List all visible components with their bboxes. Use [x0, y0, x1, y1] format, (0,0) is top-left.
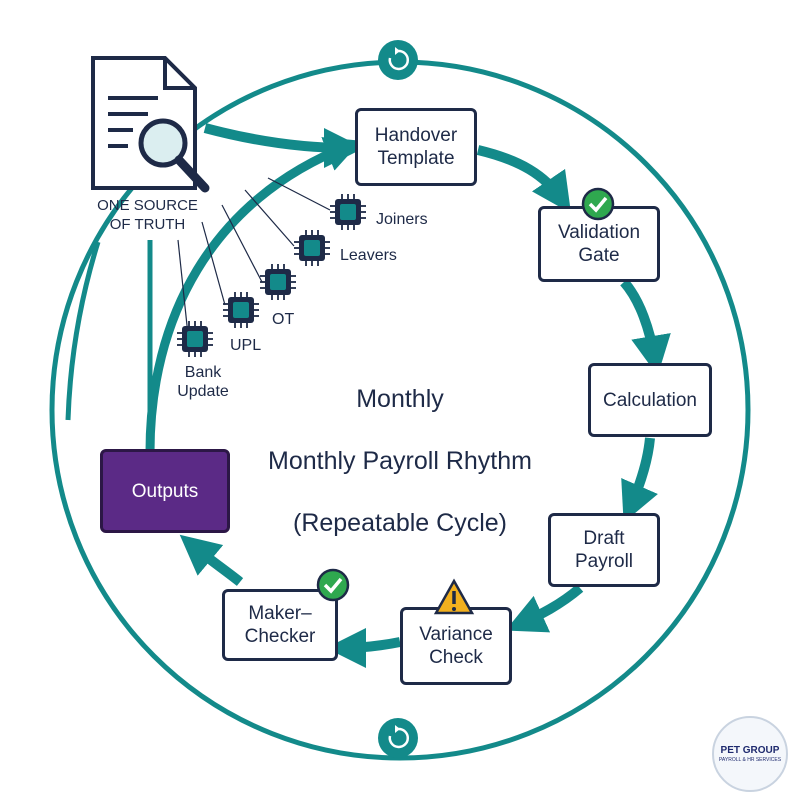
chip-icon: [177, 321, 213, 357]
arrow-validation-to-calculation: [620, 278, 671, 376]
title-line-1: Monthly: [356, 385, 444, 413]
logo-text: PET GROUP: [720, 745, 780, 756]
diagram-title: Monthly Monthly Payroll Rhythm (Repeatab…: [240, 353, 560, 570]
source-left-stroke: [65, 241, 101, 421]
arrow-source-to-handover: [203, 123, 364, 168]
chip-icon: [294, 230, 330, 266]
arrow-draft-to-variance: [505, 584, 584, 633]
input-leavers-label: Leavers: [340, 247, 397, 264]
check-icon: [316, 568, 350, 602]
arrow-outputs-to-handover: [145, 137, 362, 453]
check-icon: [581, 187, 615, 221]
step-variance-check[interactable]: Variance Check: [400, 607, 512, 685]
step-maker-checker[interactable]: Maker– Checker: [222, 589, 338, 661]
company-logo: PET GROUP PAYROLL & HR SERVICES: [712, 716, 788, 792]
chip-icon: [260, 264, 296, 300]
arrow-maker-to-outputs: [179, 534, 244, 586]
title-line-2: Monthly Payroll Rhythm: [268, 447, 532, 475]
input-joiners-label: Joiners: [376, 211, 428, 228]
logo-subtext: PAYROLL & HR SERVICES: [718, 757, 782, 763]
input-bank-update-label: Bank Update: [177, 364, 229, 400]
document-magnifier-icon: [91, 56, 210, 193]
input-ot-label: OT: [272, 311, 295, 328]
step-outputs[interactable]: Outputs: [100, 449, 230, 533]
step-draft-payroll[interactable]: Draft Payroll: [548, 513, 660, 587]
title-line-3: (Repeatable Cycle): [293, 509, 507, 537]
step-calculation[interactable]: Calculation: [588, 363, 712, 437]
arrow-calculation-to-draft: [621, 437, 658, 523]
step-handover-template[interactable]: Handover Template: [355, 108, 477, 186]
chip-icon: [223, 292, 259, 328]
cycle-icon: [378, 40, 418, 80]
arrow-variance-to-maker: [326, 627, 401, 668]
input-upl-label: UPL: [230, 337, 262, 354]
warning-icon: [433, 578, 475, 615]
cycle-icon: [378, 718, 418, 758]
source-label: ONE SOURCE OF TRUTH: [97, 197, 198, 233]
input-fan-lines: [177, 177, 331, 336]
chip-icon: [330, 194, 366, 230]
arrow-handover-to-validation: [476, 145, 572, 214]
